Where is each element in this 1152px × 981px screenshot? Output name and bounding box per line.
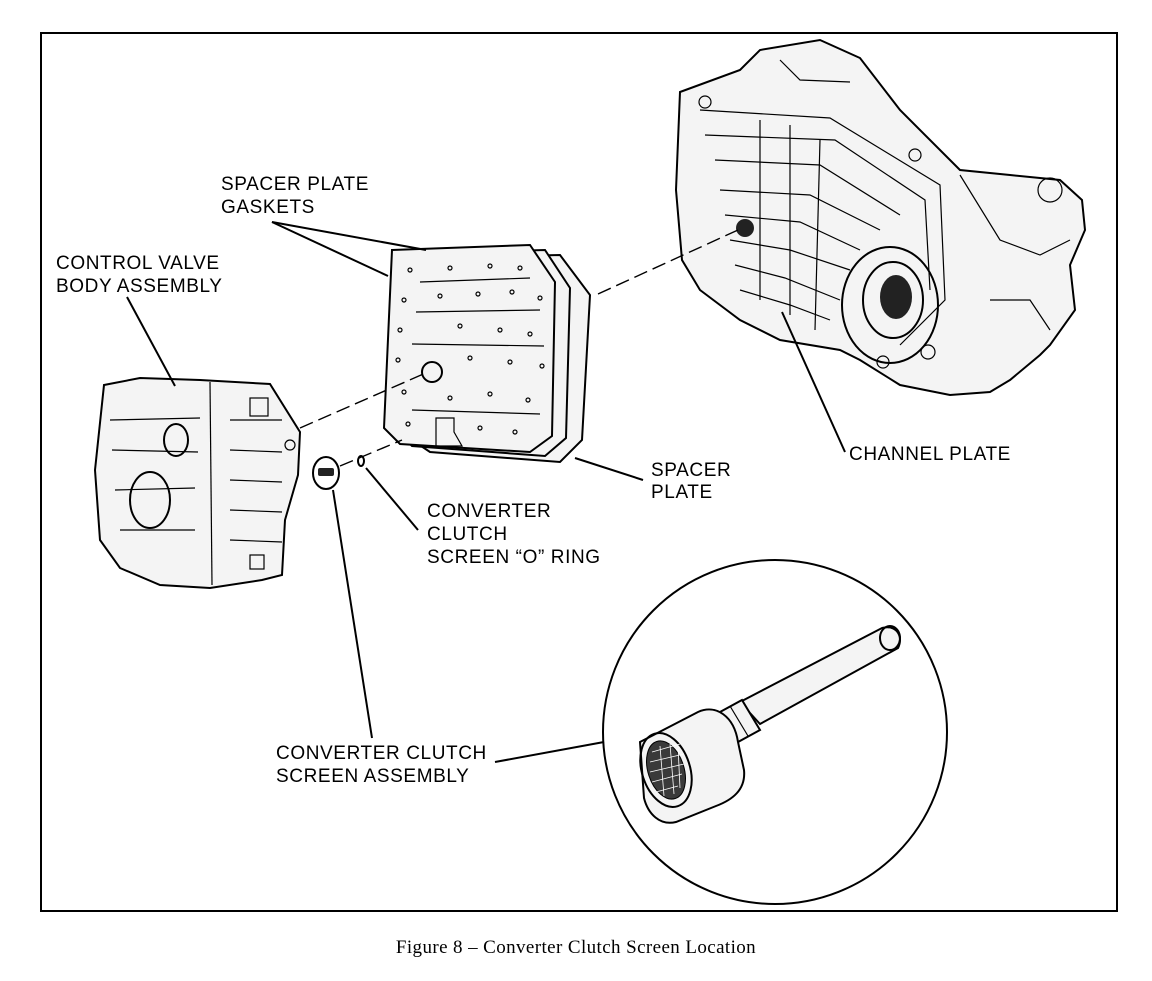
label-line: CONVERTER bbox=[427, 501, 551, 522]
figure-caption: Figure 8 – Converter Clutch Screen Locat… bbox=[396, 937, 756, 958]
label-line: BODY ASSEMBLY bbox=[56, 276, 223, 297]
label-control-valve-body: CONTROL VALVE BODY ASSEMBLY bbox=[56, 253, 226, 297]
o-ring-small bbox=[357, 455, 365, 467]
label-line: SPACER PLATE bbox=[221, 174, 369, 195]
label-line: CONTROL VALVE bbox=[56, 253, 220, 274]
transmission-case-illustration bbox=[674, 38, 1087, 397]
spacer-plate-gaskets-illustration bbox=[382, 243, 592, 464]
screen-mesh bbox=[649, 743, 685, 797]
label-line: SCREEN “O” RING bbox=[427, 547, 601, 568]
label-line: SCREEN ASSEMBLY bbox=[276, 766, 469, 787]
label-spacer-plate-gaskets: SPACER PLATE GASKETS bbox=[221, 174, 375, 218]
alignment-lines bbox=[299, 229, 739, 467]
label-spacer-plate: SPACER PLATE bbox=[651, 460, 737, 503]
leader-lines bbox=[126, 221, 846, 763]
label-line: SPACER bbox=[651, 460, 731, 481]
label-line: CLUTCH bbox=[427, 524, 508, 545]
label-screen-assembly: CONVERTER CLUTCH SCREEN ASSEMBLY bbox=[276, 743, 493, 787]
label-line: PLATE bbox=[651, 482, 713, 503]
figure-border bbox=[40, 32, 1118, 912]
label-channel-plate: CHANNEL PLATE bbox=[849, 444, 1011, 465]
label-line: CHANNEL PLATE bbox=[849, 444, 1011, 465]
label-screen-o-ring: CONVERTER CLUTCH SCREEN “O” RING bbox=[427, 501, 601, 568]
converter-clutch-screen-small bbox=[312, 456, 340, 490]
label-line: GASKETS bbox=[221, 197, 315, 218]
detail-magnifier bbox=[602, 559, 948, 905]
label-line: CONVERTER CLUTCH bbox=[276, 743, 487, 764]
control-valve-body-illustration bbox=[93, 376, 302, 590]
